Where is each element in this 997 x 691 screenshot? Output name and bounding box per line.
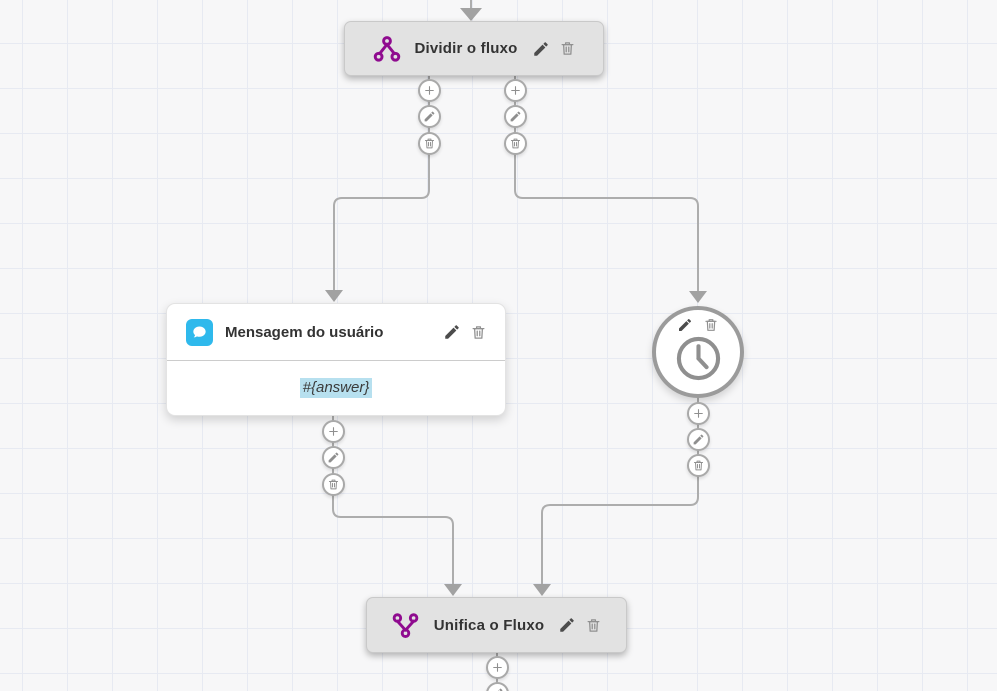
add-step-button[interactable]	[417, 78, 441, 102]
trash-icon	[423, 137, 436, 150]
arrowhead-into-merge-left	[444, 584, 462, 596]
pencil-icon	[491, 687, 504, 691]
arrowhead-into-timer	[689, 291, 707, 303]
connector-divider-to-message	[333, 74, 430, 290]
connector-divider-to-timer	[514, 74, 699, 291]
arrowhead-into-divider	[460, 8, 482, 21]
add-step-button[interactable]	[485, 655, 509, 679]
node-merge-title: Unifica o Fluxo	[433, 616, 545, 634]
plus-icon	[692, 407, 705, 420]
edit-connection-button[interactable]	[686, 427, 710, 451]
edit-node-button[interactable]	[677, 317, 693, 333]
edit-connection-button[interactable]	[417, 105, 441, 128]
pencil-icon	[509, 110, 522, 123]
pencil-icon	[423, 110, 436, 123]
node-merge[interactable]: Unifica o Fluxo	[366, 597, 627, 653]
split-icon	[372, 34, 402, 64]
clock-icon	[675, 335, 722, 382]
delete-node-button[interactable]	[585, 617, 602, 634]
delete-connection-button[interactable]	[686, 453, 710, 477]
variable-chip: #{answer}	[299, 377, 373, 398]
edit-node-button[interactable]	[558, 616, 576, 634]
node-divider[interactable]: Dividir o fluxo	[344, 21, 604, 76]
edit-connection-button[interactable]	[321, 446, 345, 469]
merge-icon	[391, 611, 420, 640]
add-step-button[interactable]	[321, 419, 345, 443]
pencil-icon	[327, 451, 340, 464]
node-user-message-title: Mensagem do usuário	[225, 323, 384, 341]
trash-icon	[692, 459, 705, 472]
delete-connection-button[interactable]	[503, 131, 527, 155]
delete-node-button[interactable]	[703, 317, 719, 333]
trash-icon	[509, 137, 522, 150]
node-timer[interactable]	[652, 306, 744, 398]
edit-node-button[interactable]	[532, 40, 550, 58]
add-step-button[interactable]	[686, 401, 710, 425]
node-user-message[interactable]: Mensagem do usuário #{answer}	[166, 303, 506, 416]
connector-message-to-merge	[332, 414, 454, 584]
connector-timer-to-merge	[541, 398, 699, 584]
delete-node-button[interactable]	[470, 324, 487, 341]
node-divider-title: Dividir o fluxo	[414, 40, 518, 57]
node-user-message-body: #{answer}	[167, 361, 505, 414]
node-user-message-header: Mensagem do usuário	[167, 304, 505, 361]
delete-connection-button[interactable]	[417, 131, 441, 155]
delete-connection-button[interactable]	[321, 472, 345, 496]
delete-node-button[interactable]	[559, 40, 576, 57]
edit-connection-button[interactable]	[503, 105, 527, 128]
edit-node-button[interactable]	[443, 323, 461, 341]
plus-icon	[491, 661, 504, 674]
arrowhead-into-message	[325, 290, 343, 302]
pencil-icon	[692, 433, 705, 446]
plus-icon	[423, 84, 436, 97]
chat-bubble-icon	[186, 318, 213, 346]
plus-icon	[509, 84, 522, 97]
arrowhead-into-merge-right	[533, 584, 551, 596]
trash-icon	[327, 478, 340, 491]
add-step-button[interactable]	[503, 78, 527, 102]
plus-icon	[327, 425, 340, 438]
